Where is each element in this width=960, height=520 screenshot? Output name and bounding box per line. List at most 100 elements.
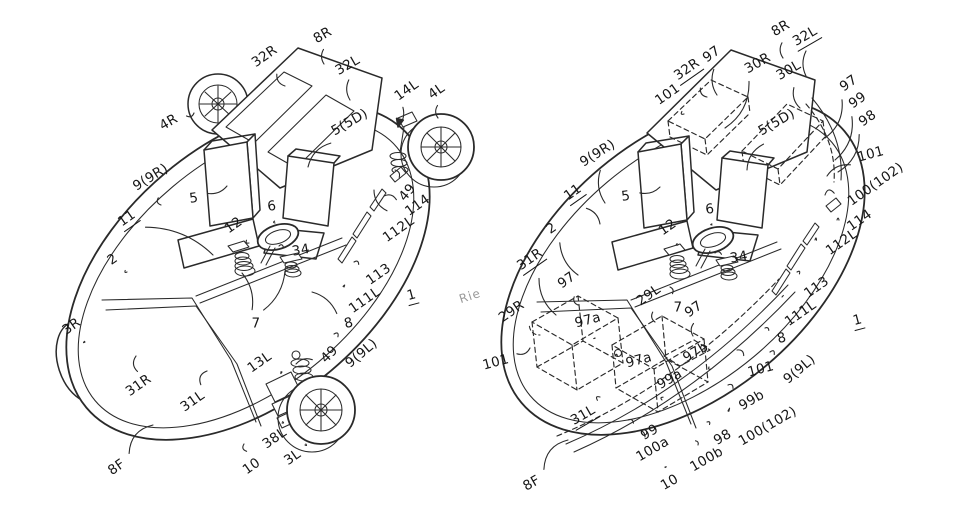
leader-line (82, 340, 86, 344)
leader-line (124, 269, 128, 274)
leader-line (710, 223, 713, 226)
pedals-right (663, 243, 739, 281)
leader-line (724, 80, 750, 129)
leader-line (834, 116, 853, 161)
leader-line (651, 311, 656, 323)
leader-line (639, 186, 661, 195)
wheel-4l (400, 113, 475, 188)
lower-rim-layers (556, 278, 796, 453)
leader-line (614, 353, 618, 358)
leader-line (736, 349, 745, 357)
leader-line (814, 237, 818, 241)
leader-line (690, 322, 695, 337)
leader-line (280, 371, 283, 375)
leader-arrowhead (395, 117, 405, 128)
leader-line (435, 104, 439, 119)
leader-line (640, 430, 646, 438)
leader-line (273, 220, 276, 224)
leader-line (764, 327, 770, 331)
leader-line (333, 332, 339, 338)
steering-wheel-left (256, 222, 300, 266)
seat-left-backrest-2 (611, 135, 695, 271)
leader-line (543, 439, 569, 470)
leader-line (597, 169, 606, 204)
leader-line (796, 270, 801, 275)
leader-line (711, 68, 718, 96)
leader-line (307, 142, 332, 168)
leader-line (781, 294, 784, 298)
deck-opening-32l (267, 94, 355, 169)
leader-line (593, 337, 596, 340)
vent-strips-left (337, 188, 387, 264)
leader-line (320, 48, 325, 65)
leader-line (727, 407, 731, 412)
leader-line (627, 418, 634, 424)
leader-line (694, 440, 699, 446)
leader-line (278, 244, 284, 248)
leader-line (746, 143, 765, 171)
leader-line (595, 396, 601, 401)
leader-line (708, 366, 712, 370)
leader-line (706, 421, 711, 426)
leader-line (394, 169, 401, 178)
wheel-3l (277, 375, 356, 453)
leader-line (802, 50, 807, 77)
leader-line (144, 226, 214, 256)
figure-right (500, 49, 866, 453)
leader-line (156, 197, 162, 206)
leader-line (538, 277, 557, 316)
leader-line (573, 296, 579, 306)
leader-line (373, 189, 388, 212)
leader-line (792, 87, 801, 109)
leader-line (660, 396, 664, 401)
leader-line (699, 87, 708, 98)
pedals-left (227, 240, 303, 278)
leader-line (353, 260, 360, 265)
leader-line (675, 243, 679, 246)
deck-opening-32r (225, 71, 313, 144)
leader-line (516, 347, 531, 355)
leader-line (824, 99, 843, 139)
leader-line (241, 272, 254, 311)
suspension-rear-left (389, 111, 418, 183)
leader-line (837, 134, 860, 173)
lid-97b (663, 339, 711, 367)
leader-line (245, 239, 250, 244)
leader-line (185, 112, 195, 118)
leader-line (769, 350, 775, 356)
leader-line (199, 370, 208, 386)
leader-line (281, 421, 285, 424)
figure-left (55, 47, 475, 453)
leader-line (528, 325, 541, 336)
leader-line (311, 291, 338, 315)
leader-line (207, 185, 228, 195)
leader-line (727, 383, 734, 389)
leader-line (295, 358, 313, 365)
leader-line (276, 73, 286, 87)
marker-97a (613, 348, 623, 358)
leader-line (383, 194, 397, 201)
leader-line (128, 424, 154, 455)
storage-box-29r (531, 295, 624, 391)
leader-line (242, 443, 248, 452)
leader-line (559, 242, 579, 276)
leader-line (263, 270, 286, 311)
floor-lines-left (101, 237, 347, 427)
leader-line (346, 79, 351, 101)
leader-line (836, 217, 840, 221)
leader-line (826, 164, 851, 177)
leader-line (132, 355, 139, 373)
leader-line (585, 207, 601, 225)
leader-line (824, 189, 835, 196)
seat-left-backrest (177, 133, 261, 269)
leader-line (680, 110, 685, 115)
leader-line (779, 42, 784, 59)
leader-line (304, 443, 308, 447)
upper-rim-layers (805, 97, 842, 183)
leader-line (342, 284, 346, 288)
vent-strips-right (771, 197, 842, 296)
leader-line (669, 286, 674, 295)
leader-line (714, 251, 722, 255)
